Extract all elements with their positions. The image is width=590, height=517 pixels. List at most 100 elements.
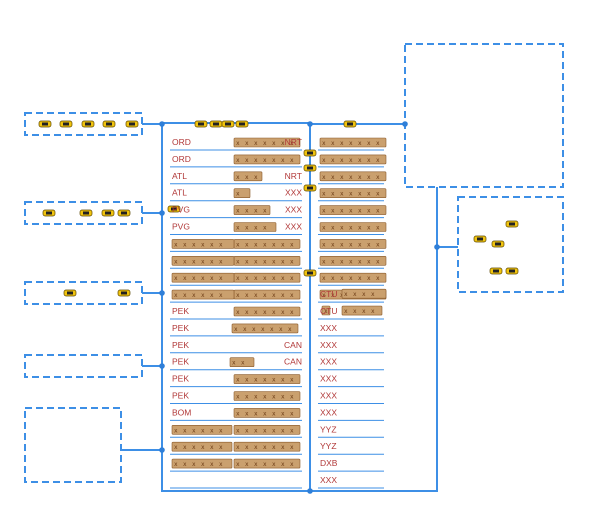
svg-text:x: x — [201, 427, 205, 434]
svg-text:x: x — [210, 275, 214, 282]
svg-text:x: x — [236, 191, 240, 198]
airport-code-left: PVG — [172, 205, 190, 215]
svg-text:x: x — [236, 225, 240, 232]
airport-code-middle: XXX — [285, 188, 302, 198]
svg-text:x: x — [353, 308, 357, 315]
svg-text:x: x — [340, 208, 344, 215]
svg-text:x: x — [288, 326, 292, 333]
svg-text:x: x — [263, 410, 267, 417]
aircraft-icon — [235, 120, 249, 128]
svg-text:x: x — [254, 157, 258, 164]
svg-text:x: x — [183, 461, 187, 468]
svg-text:x: x — [245, 225, 249, 232]
aircraft-icon — [221, 120, 235, 128]
svg-text:x: x — [263, 461, 267, 468]
aircraft-icon — [303, 269, 317, 277]
svg-text:x: x — [254, 275, 258, 282]
svg-text:x: x — [331, 191, 335, 198]
svg-text:x: x — [331, 174, 335, 181]
svg-text:x: x — [367, 241, 371, 248]
svg-text:x: x — [349, 174, 353, 181]
airport-code-middle: CAN — [284, 340, 302, 350]
svg-text:x: x — [219, 275, 223, 282]
svg-text:x: x — [263, 309, 267, 316]
airport-code-right: XXX — [320, 357, 337, 367]
svg-text:x: x — [281, 427, 285, 434]
svg-text:x: x — [322, 241, 326, 248]
svg-text:x: x — [376, 208, 380, 215]
svg-text:x: x — [192, 461, 196, 468]
svg-text:x: x — [263, 444, 267, 451]
svg-text:x: x — [331, 225, 335, 232]
aircraft-icon — [81, 120, 95, 128]
connector-dots — [159, 121, 440, 494]
svg-text:x: x — [210, 241, 214, 248]
svg-text:x: x — [263, 427, 267, 434]
svg-text:x: x — [344, 291, 348, 298]
connector-lines — [121, 123, 458, 492]
aircraft-icon — [303, 149, 317, 157]
svg-text:x: x — [290, 258, 294, 265]
airport-code-right: XXX — [320, 391, 337, 401]
svg-text:x: x — [349, 241, 353, 248]
svg-text:x: x — [324, 308, 328, 315]
svg-text:x: x — [236, 292, 240, 299]
aircraft-icon — [489, 267, 503, 275]
svg-text:x: x — [340, 174, 344, 181]
svg-text:x: x — [192, 292, 196, 299]
svg-text:x: x — [245, 394, 249, 401]
airport-code-right: CTU — [320, 289, 337, 299]
svg-text:x: x — [236, 241, 240, 248]
svg-text:x: x — [272, 275, 276, 282]
svg-text:x: x — [331, 275, 335, 282]
airport-code-left: PEK — [172, 306, 189, 316]
svg-text:x: x — [281, 394, 285, 401]
svg-text:x: x — [254, 258, 258, 265]
svg-text:x: x — [245, 174, 249, 181]
airport-code-left: PEK — [172, 323, 189, 333]
svg-text:x: x — [281, 444, 285, 451]
svg-text:x: x — [241, 360, 245, 367]
svg-text:x: x — [174, 461, 178, 468]
svg-text:x: x — [376, 225, 380, 232]
airport-code-left: ATL — [172, 171, 187, 181]
svg-text:x: x — [290, 444, 294, 451]
svg-text:x: x — [290, 461, 294, 468]
svg-text:x: x — [254, 394, 258, 401]
svg-text:x: x — [331, 241, 335, 248]
svg-text:x: x — [340, 157, 344, 164]
left-panel-5 — [24, 407, 122, 483]
aircraft-icon — [117, 289, 131, 297]
airport-code-middle: XXX — [285, 222, 302, 232]
svg-text:x: x — [234, 326, 238, 333]
svg-text:x: x — [245, 309, 249, 316]
svg-text:x: x — [263, 275, 267, 282]
svg-text:x: x — [290, 377, 294, 384]
svg-text:x: x — [183, 292, 187, 299]
svg-text:x: x — [367, 258, 371, 265]
svg-text:x: x — [183, 444, 187, 451]
svg-text:x: x — [183, 275, 187, 282]
svg-text:x: x — [236, 157, 240, 164]
svg-text:x: x — [358, 191, 362, 198]
svg-text:x: x — [174, 241, 178, 248]
aircraft-icon — [303, 164, 317, 172]
svg-text:x: x — [174, 292, 178, 299]
svg-text:x: x — [243, 326, 247, 333]
svg-text:x: x — [371, 291, 375, 298]
svg-text:x: x — [245, 157, 249, 164]
svg-text:x: x — [358, 157, 362, 164]
